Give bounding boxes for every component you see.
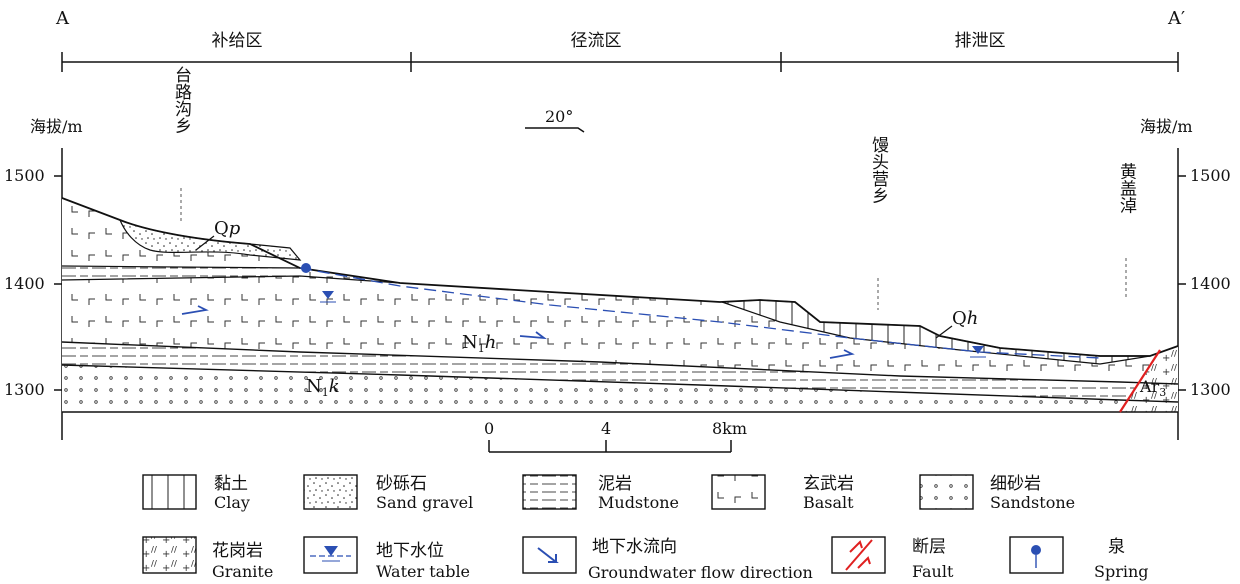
right-axis-title: 海拔/m	[1140, 117, 1193, 136]
scale-tick-8km: 8km	[712, 419, 747, 438]
unit-ar-label: Ar3	[1139, 377, 1166, 399]
svg-text:Sandstone: Sandstone	[990, 493, 1075, 512]
layer-boundary-1	[61, 265, 301, 269]
svg-text:砂砾石: 砂砾石	[376, 474, 427, 494]
fault-icon	[845, 539, 873, 571]
right-tick-1500: 1500	[1190, 166, 1231, 185]
left-tick-1400: 1400	[4, 274, 45, 293]
flow-arrows	[181, 305, 855, 359]
svg-text:Qp: Qp	[214, 218, 241, 239]
svg-text:泥岩: 泥岩	[598, 474, 632, 494]
svg-text:Clay: Clay	[214, 493, 250, 512]
sandstone-layer	[62, 365, 1178, 412]
orientation-arrow-icon	[525, 127, 585, 133]
zone-recharge-label: 补给区	[212, 31, 263, 51]
axis-ticks	[54, 175, 1186, 391]
unit-qh-label: Qh	[935, 308, 978, 339]
place-mantouying: 馒头营乡	[868, 136, 889, 204]
unit-n1h-label: N1h	[462, 332, 496, 355]
legend-item-fault: 断层 Fault	[831, 536, 954, 581]
svg-text:黏土: 黏土	[214, 474, 248, 494]
spring-icon	[1031, 545, 1041, 555]
svg-text:细砂岩: 细砂岩	[990, 474, 1041, 494]
scale-tick-0: 0	[484, 419, 494, 438]
zone-discharge-label: 排泄区	[955, 31, 1006, 51]
unit-n1k-label: N1k	[306, 376, 340, 399]
legend-item-sand-gravel: 砂砾石 Sand gravel	[303, 474, 473, 512]
scale-tick-4: 4	[601, 419, 611, 438]
water-table-line	[299, 267, 1101, 359]
place-huanggainao: 黄盖淖	[1116, 162, 1137, 213]
spring-icon	[301, 263, 311, 273]
legend-item-water-table: 地下水位 Water table	[303, 536, 470, 581]
zone-runoff-label: 径流区	[571, 31, 622, 51]
zone-ruler	[61, 52, 1179, 72]
fault-line	[1119, 349, 1161, 413]
svg-text:Qh: Qh	[952, 308, 978, 329]
profile-end-label: A′	[1167, 8, 1185, 29]
svg-text:地下水流向: 地下水流向	[592, 537, 677, 557]
legend-item-basalt: 玄武岩 Basalt	[711, 474, 854, 512]
profile-start-label: A	[55, 8, 70, 29]
svg-text:Fault: Fault	[912, 562, 954, 581]
layer-boundary-2	[61, 275, 401, 284]
mudstone-lower-layer	[62, 342, 1178, 402]
svg-text:玄武岩: 玄武岩	[803, 474, 854, 494]
flow-arrow-icon	[537, 547, 559, 563]
water-table-icon	[970, 346, 986, 358]
legend-item-clay: 黏土 Clay	[142, 474, 250, 512]
granite-wedge	[1120, 346, 1178, 412]
svg-text:Spring: Spring	[1094, 562, 1149, 581]
right-tick-1400: 1400	[1190, 274, 1231, 293]
svg-text:泉: 泉	[1108, 537, 1125, 557]
water-table-icon	[320, 291, 336, 303]
scale-bar	[488, 440, 732, 453]
unit-qp-label: Qp	[195, 218, 241, 251]
svg-text:Mudstone: Mudstone	[598, 493, 679, 512]
legend: 黏土 Clay 砂砾石 Sand gravel 泥岩 Mudstone 玄武岩 …	[142, 474, 1149, 582]
water-table-icon	[324, 546, 338, 556]
place-tailugou: 台路沟乡	[171, 66, 192, 134]
svg-text:Basalt: Basalt	[803, 493, 854, 512]
legend-item-granite: 花岗岩 Granite	[142, 536, 273, 581]
ground-surface	[61, 197, 1179, 357]
legend-item-flow-direction: 地下水流向 Groundwater flow direction	[522, 536, 813, 582]
orientation-label: 20°	[545, 107, 573, 126]
basalt-layer	[62, 198, 1178, 384]
layer-boundary-4	[61, 364, 1179, 403]
svg-text:Water table: Water table	[376, 562, 470, 581]
left-axis-title: 海拔/m	[30, 117, 83, 136]
svg-text:Groundwater flow direction: Groundwater flow direction	[588, 563, 813, 582]
legend-item-mudstone: 泥岩 Mudstone	[522, 474, 679, 512]
svg-text:Granite: Granite	[212, 562, 273, 581]
right-tick-1300: 1300	[1190, 380, 1231, 399]
legend-item-sandstone: 细砂岩 Sandstone	[919, 474, 1075, 512]
svg-text:断层: 断层	[912, 537, 946, 557]
svg-text:地下水位: 地下水位	[376, 541, 444, 561]
left-tick-1500: 1500	[4, 166, 45, 185]
layer-boundary-3	[61, 341, 1179, 385]
legend-item-spring: 泉 Spring	[1009, 536, 1149, 581]
section-body	[61, 197, 1179, 413]
left-tick-1300: 1300	[4, 380, 45, 399]
svg-text:花岗岩: 花岗岩	[212, 541, 263, 561]
svg-text:Sand gravel: Sand gravel	[376, 493, 473, 512]
